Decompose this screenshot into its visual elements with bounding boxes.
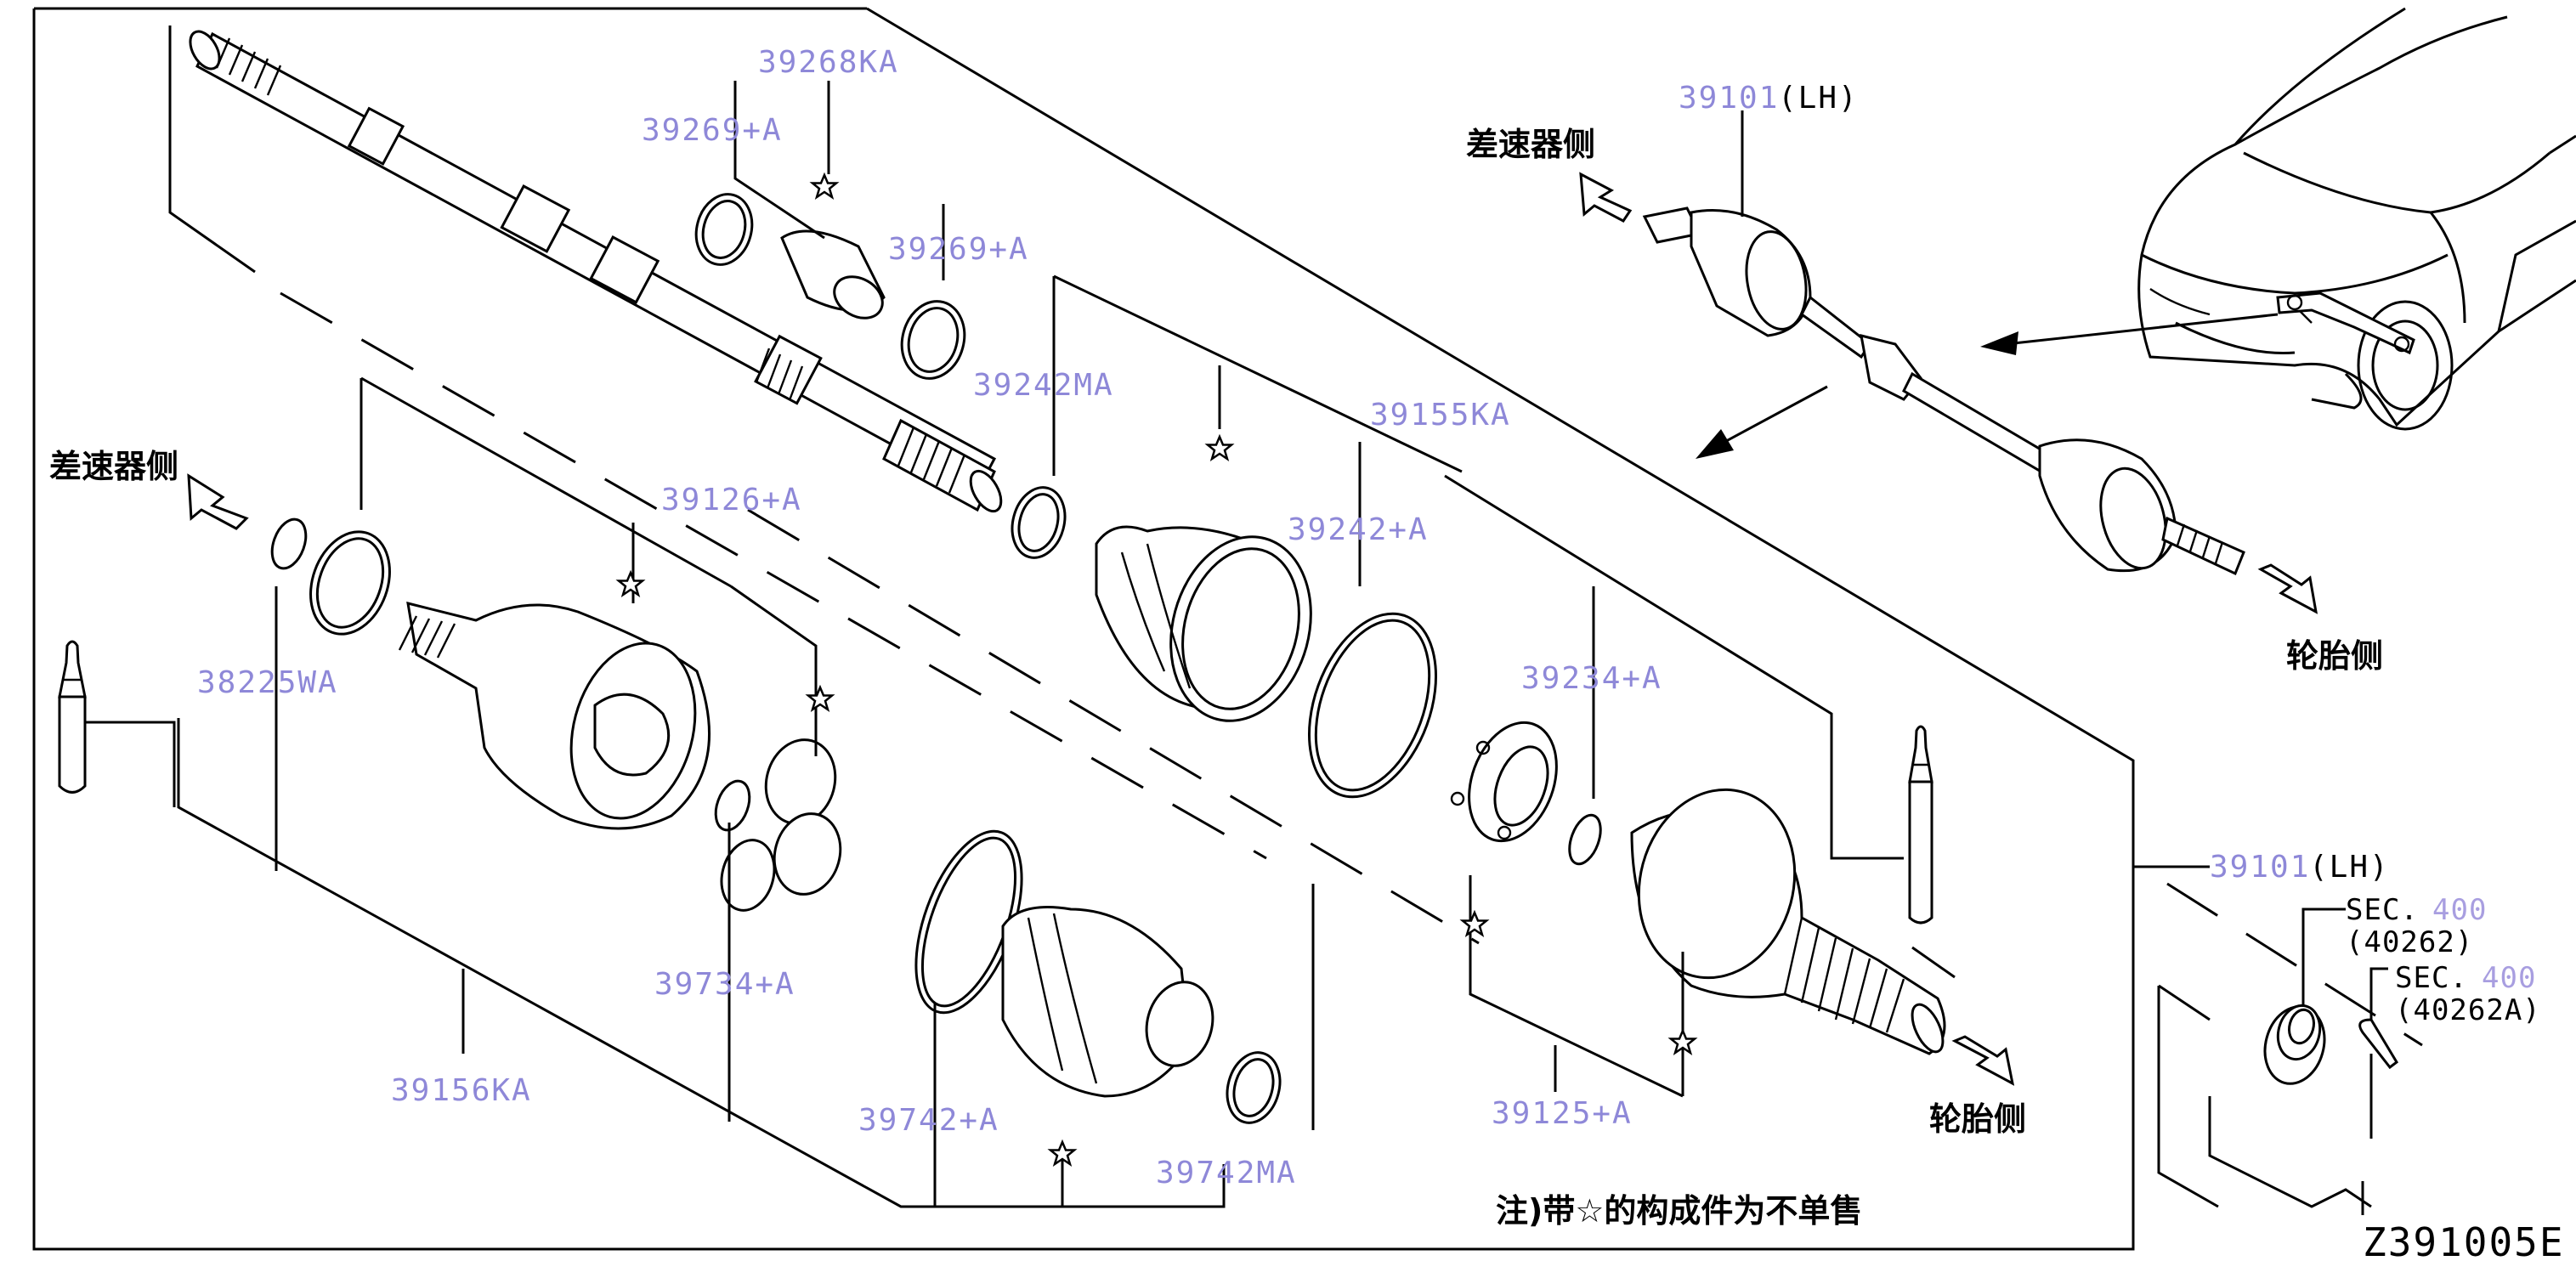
part-number-39734a: 39734+A	[654, 967, 795, 1002]
hub-nut	[2263, 1004, 2326, 1085]
part-number-39269a-left: 39269+A	[642, 113, 783, 148]
part-number-39742ma: 39742MA	[1156, 1156, 1297, 1190]
star-marker	[1461, 911, 1488, 936]
bearing-race	[1450, 721, 1558, 843]
part-number-39742a: 39742+A	[858, 1103, 999, 1138]
arrow-outline-top	[1579, 172, 1633, 223]
circlip-39234	[1568, 813, 1602, 866]
star-marker	[1206, 435, 1233, 461]
part-number-39156ka: 39156KA	[391, 1073, 532, 1108]
part-number-39101-right: 39101	[2210, 850, 2310, 885]
differential-side-label-top: 差速器侧	[1466, 126, 1595, 163]
section-ref-prefix-2: SEC.	[2395, 961, 2468, 995]
arrow-outline-wheel-bottom	[1951, 1035, 2015, 1086]
band-39742ma	[1226, 1051, 1282, 1124]
shaft-assembly-overview	[1642, 206, 2245, 576]
part-number-39155ka: 39155KA	[1370, 398, 1511, 433]
part-number-39242ma: 39242MA	[973, 368, 1114, 403]
inner-boot	[1001, 906, 1214, 1098]
wheel-side-label-bottom: 轮胎侧	[1929, 1100, 2026, 1138]
outer-cv-joint	[1630, 788, 1946, 1055]
section-ref-number-2: 400	[2482, 961, 2536, 995]
part-number-39242a: 39242+A	[1288, 512, 1429, 547]
part-number-39126a: 39126+A	[661, 483, 802, 517]
part-number-39234a: 39234+A	[1521, 661, 1662, 696]
arrow-solid-upper	[1980, 313, 2279, 355]
star-marker	[617, 571, 644, 597]
arrow-solid-lower	[1696, 385, 1828, 459]
grease-tube-right	[1908, 725, 1933, 925]
inner-boot-band	[914, 829, 1023, 1015]
star-marker	[811, 173, 838, 199]
part-number-39268ka: 39268KA	[758, 45, 899, 80]
arrow-outline-wheel-top	[2257, 563, 2318, 614]
differential-side-label-left: 差速器侧	[49, 448, 178, 485]
wheel-side-label-top: 轮胎侧	[2286, 637, 2383, 675]
arrow-outline-left	[187, 473, 249, 530]
cotter-pin	[2358, 1018, 2398, 1139]
part-side-lh-right: (LH)	[2309, 850, 2390, 885]
band-39269-left	[694, 193, 754, 266]
part-number-38225wa: 38225WA	[197, 665, 338, 700]
grease-tube-left	[58, 640, 87, 794]
main-frame	[32, 7, 2135, 1251]
car-illustration	[2137, 7, 2576, 431]
note-text: 注)带☆的构成件为不单售	[1496, 1192, 1862, 1230]
section-ref-code-1: (40262)	[2346, 925, 2473, 959]
part-number-39125a: 39125+A	[1492, 1096, 1633, 1131]
snap-ring-39734	[714, 779, 751, 832]
band-39242a	[1307, 612, 1438, 799]
band-39269-right	[900, 300, 966, 380]
band-39242ma	[1011, 486, 1067, 559]
part-number-39101-top: 39101	[1679, 81, 1779, 116]
intermediate-shaft	[189, 30, 1003, 513]
section-ref-prefix-1: SEC.	[2346, 893, 2419, 927]
boot-39268	[780, 229, 886, 319]
inner-housing	[398, 601, 711, 830]
diagram-code: Z391005E	[2363, 1219, 2565, 1261]
star-marker	[807, 686, 834, 711]
section-ref-number-1: 400	[2432, 893, 2487, 927]
o-ring-38225	[270, 517, 308, 570]
snap-ring-left	[309, 530, 391, 636]
outer-boot	[1095, 525, 1312, 722]
part-number-39269a-right: 39269+A	[888, 232, 1029, 267]
spider-tripod	[720, 738, 842, 912]
part-side-lh-top: (LH)	[1778, 81, 1859, 116]
section-ref-code-2: (40262A)	[2395, 993, 2541, 1027]
